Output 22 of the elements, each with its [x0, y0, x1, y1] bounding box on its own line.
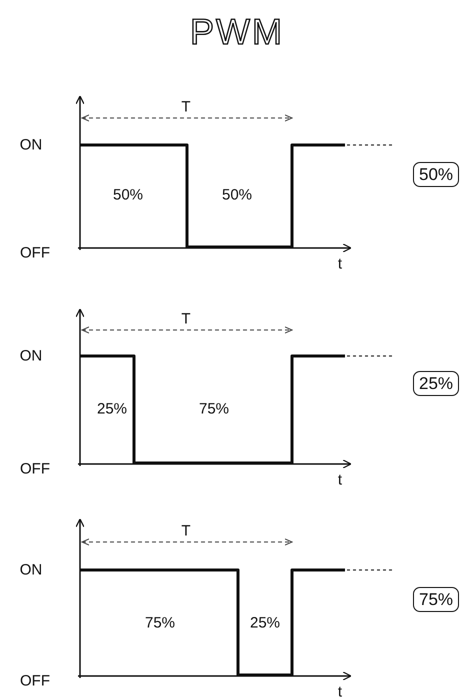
level-label: OFF: [20, 462, 50, 476]
duty-label: 75%: [198, 402, 230, 416]
level-label: OFF: [20, 674, 50, 688]
duty-cycle-badge: 25%: [413, 371, 460, 396]
level-label: ON: [20, 348, 42, 364]
period-label: T: [181, 100, 191, 114]
duty-label: 25%: [250, 616, 280, 630]
duty-cycle-badge: 50%: [413, 162, 460, 187]
duty-label: 50%: [112, 188, 144, 202]
level-label: ON: [20, 562, 42, 578]
title: PWM: [190, 14, 284, 50]
period-label: T: [181, 524, 191, 538]
duty-cycle-badge: 75%: [413, 587, 460, 612]
duty-label: 25%: [96, 402, 128, 416]
level-label: ON: [20, 138, 42, 152]
axis-label: t: [338, 256, 342, 272]
axis-label: t: [338, 684, 342, 699]
period-label: T: [181, 312, 191, 326]
duty-label: 50%: [222, 188, 252, 202]
duty-label: 75%: [144, 616, 176, 630]
level-label: OFF: [20, 246, 50, 260]
axis-label: t: [338, 472, 342, 488]
